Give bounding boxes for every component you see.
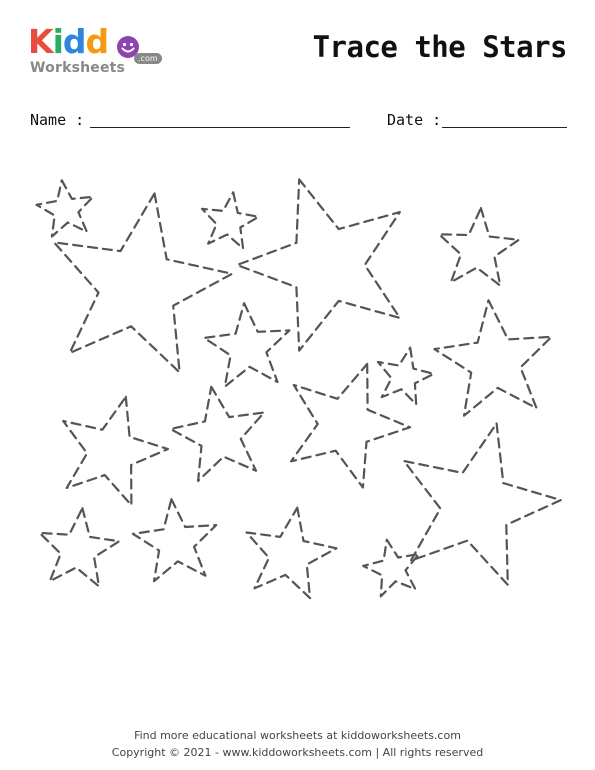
dashed-star-4 (235, 178, 401, 352)
logo-subtitle: Worksheets (30, 60, 126, 76)
logo-letter: K (28, 22, 54, 61)
logo-wordmark: Kidd (28, 22, 110, 61)
dashed-star-5 (438, 207, 520, 287)
dashed-star-8 (433, 299, 553, 417)
logo-domain: .com (134, 53, 162, 64)
dashed-star-9 (62, 395, 169, 507)
date-label: Date : (387, 111, 442, 129)
date-line[interactable] (442, 127, 567, 128)
name-line[interactable] (90, 127, 350, 128)
dashed-star-14 (131, 498, 218, 583)
page-title: Trace the Stars (312, 30, 568, 64)
dashed-star-6 (203, 302, 291, 388)
dashed-star-1 (35, 179, 95, 238)
dashed-star-7 (376, 346, 435, 406)
name-label: Name : (30, 111, 85, 129)
logo-letter: d (62, 22, 87, 61)
dashed-star-10 (169, 385, 266, 482)
dashed-star-15 (245, 506, 338, 600)
footer-line-2: Copyright © 2021 - www.kiddoworksheets.c… (111, 746, 484, 759)
dashed-star-16 (362, 538, 421, 598)
dashed-star-13 (38, 507, 121, 588)
logo-letter: i (52, 22, 64, 61)
dashed-star-3 (200, 191, 260, 250)
footer-line-1: Find more educational worksheets at kidd… (134, 729, 461, 742)
smiley-icon (117, 36, 139, 58)
dashed-star-2 (52, 192, 234, 374)
dashed-star-12 (402, 422, 562, 586)
logo-letter: d (85, 22, 110, 61)
dashed-star-11 (290, 362, 412, 489)
kiddo-logo: Kidd .com Worksheets (28, 24, 168, 80)
